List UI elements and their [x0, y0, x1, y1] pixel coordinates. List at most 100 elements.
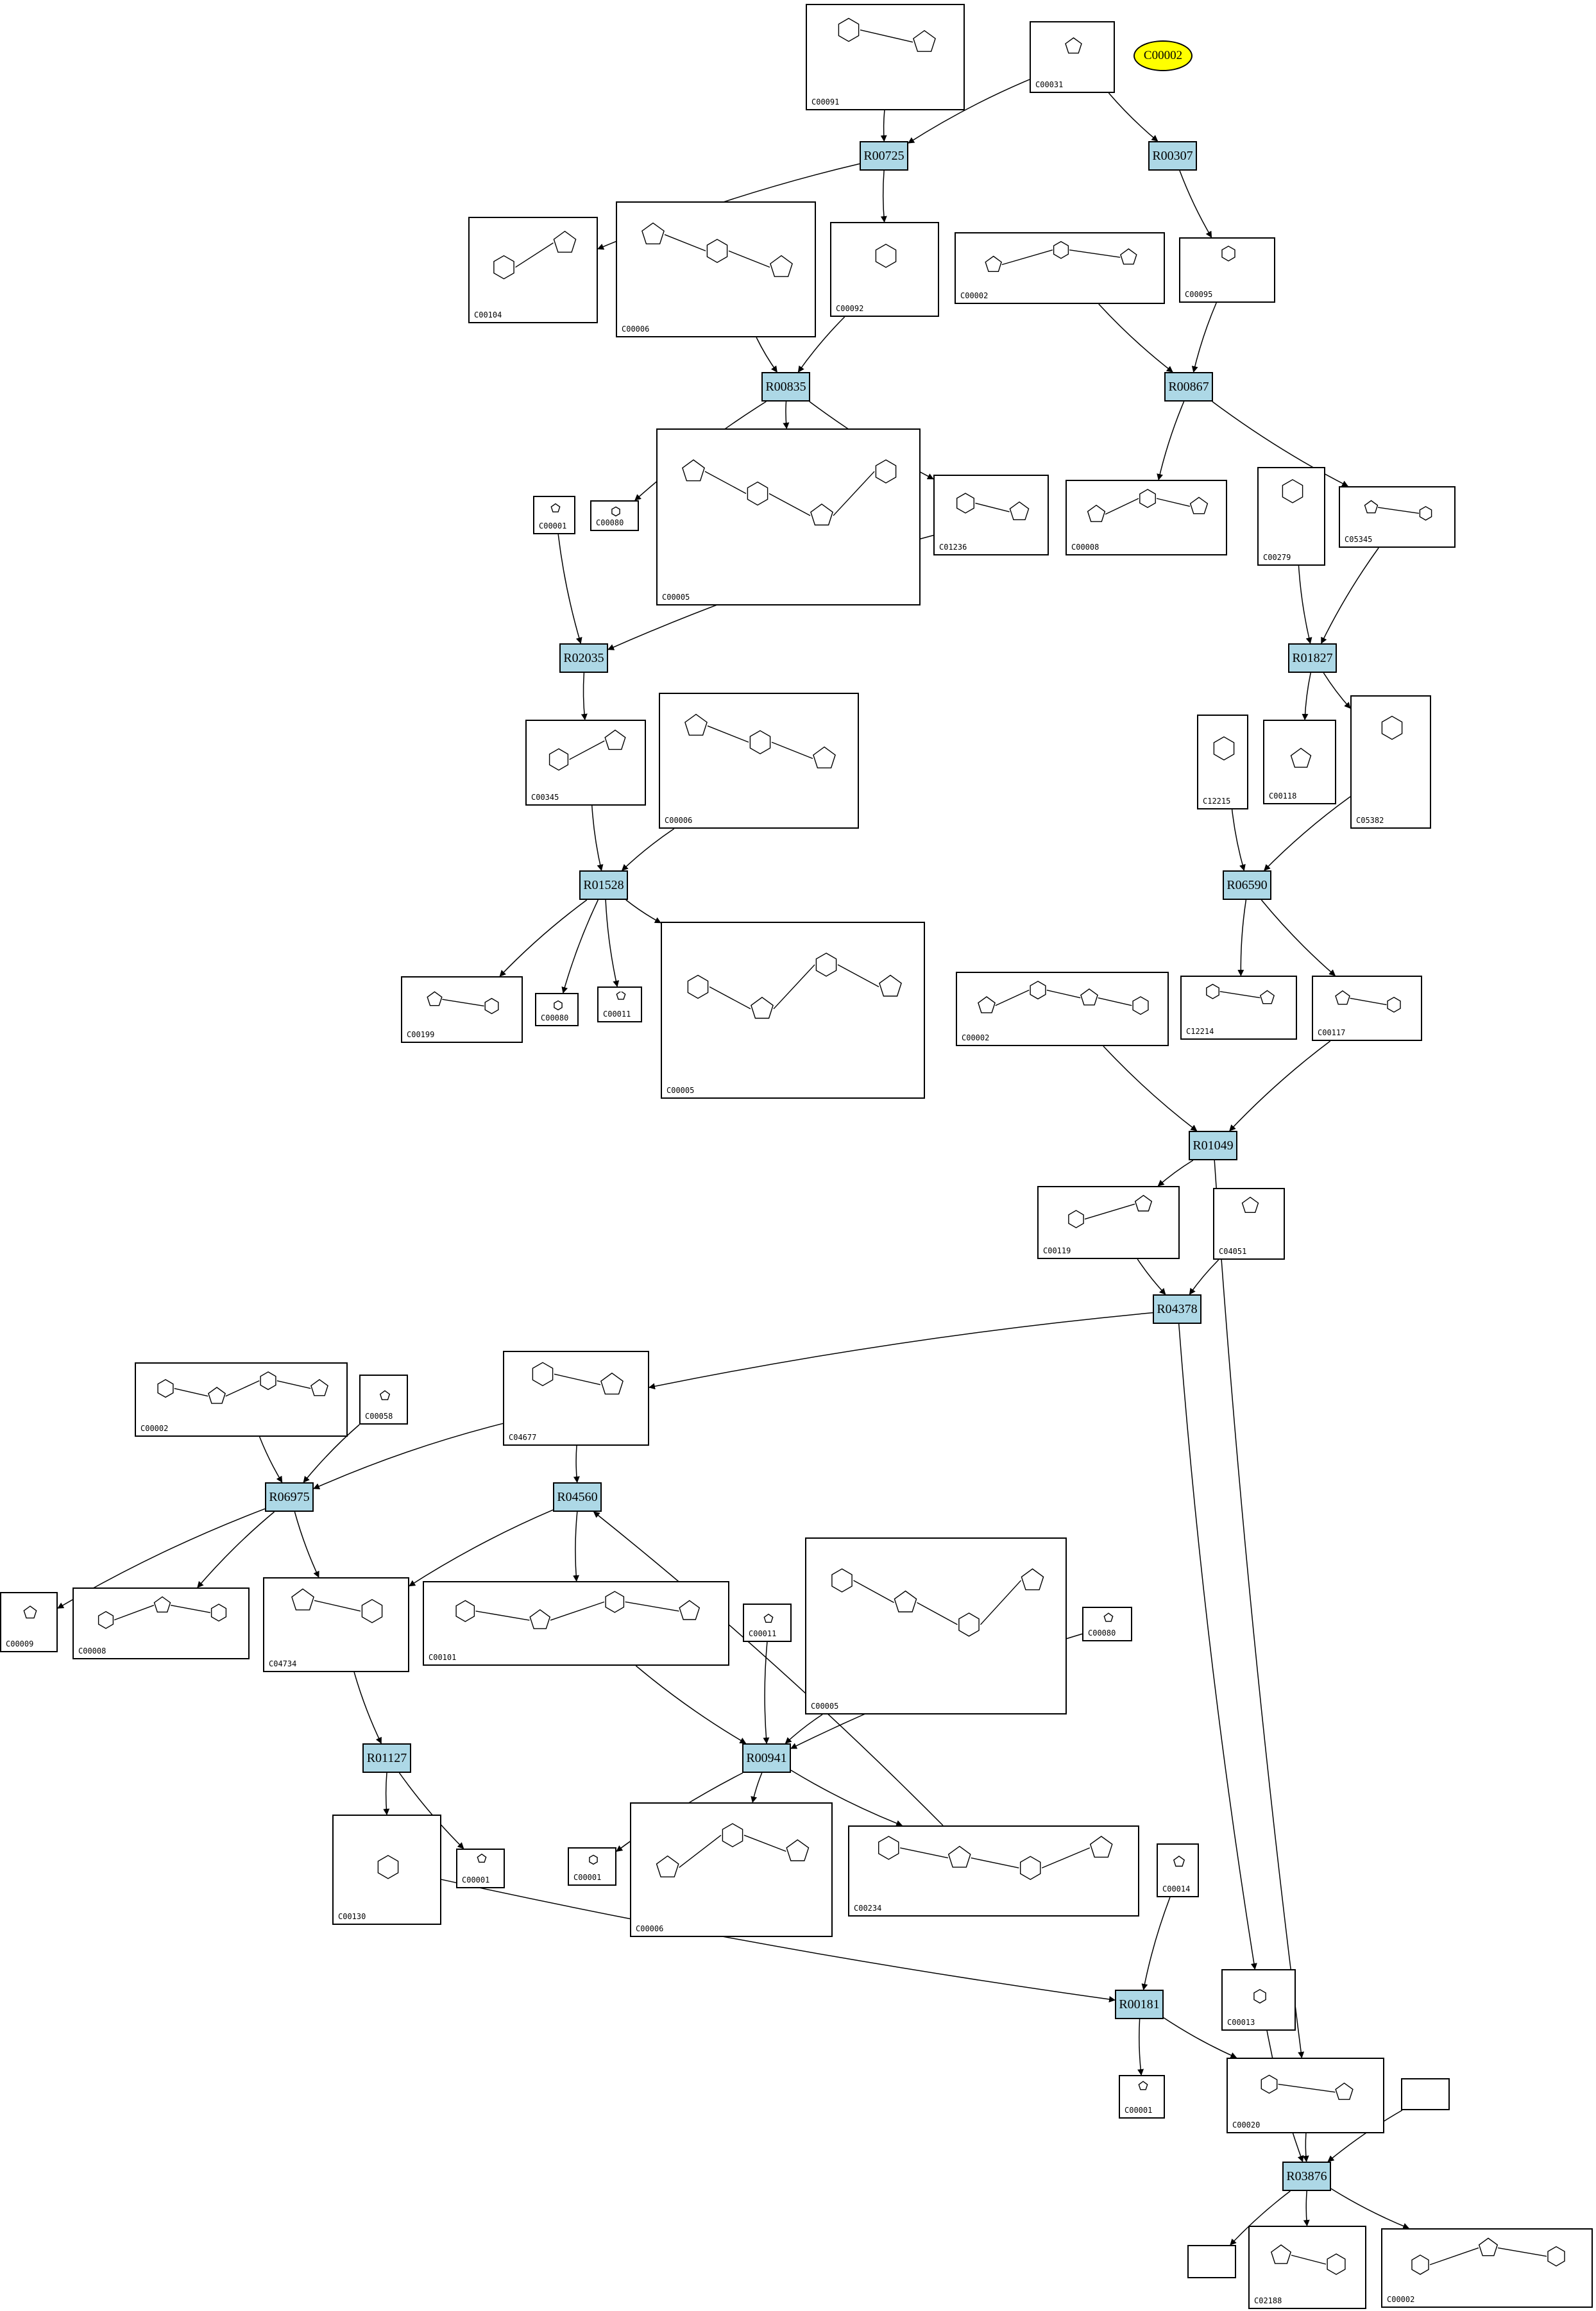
compound-node[interactable]: C00001 — [456, 1849, 505, 1888]
compound-node[interactable]: C00080 — [1082, 1607, 1132, 1641]
reaction-edge — [499, 899, 588, 977]
compound-node[interactable]: C00092 — [830, 222, 939, 317]
compound-node[interactable]: C02188 — [1248, 2226, 1366, 2309]
compound-label: C00080 — [1088, 1629, 1116, 1638]
compound-node[interactable]: C00005 — [656, 428, 921, 605]
compound-structure — [1335, 990, 1401, 1013]
compound-node[interactable]: C00002 — [956, 972, 1169, 1046]
compound-label: C00008 — [1071, 543, 1099, 552]
compound-node[interactable]: C00011 — [597, 986, 642, 1022]
reaction-edge — [1229, 1040, 1331, 1131]
compound-node[interactable]: C00014 — [1157, 1843, 1199, 1897]
compound-node[interactable]: C04677 — [503, 1351, 649, 1446]
compound-label: C00005 — [662, 593, 690, 602]
compound-node[interactable]: C00006 — [630, 1802, 833, 1937]
compound-node[interactable]: C00006 — [659, 693, 859, 829]
reaction-node[interactable]: R00725 — [860, 141, 908, 171]
compound-node[interactable]: C00020 — [1227, 2058, 1384, 2133]
reaction-node[interactable]: R00307 — [1148, 141, 1197, 171]
reaction-edge — [1191, 302, 1217, 373]
compound-node[interactable] — [1401, 2078, 1450, 2110]
reaction-node[interactable]: R06975 — [265, 1482, 314, 1512]
compound-label: C00002 — [962, 1033, 990, 1042]
compound-node[interactable]: C00080 — [590, 500, 639, 531]
compound-node[interactable]: C00095 — [1179, 237, 1275, 303]
compound-node[interactable]: C00080 — [535, 993, 579, 1026]
compound-node[interactable]: C00345 — [525, 720, 646, 806]
compound-structure — [611, 506, 620, 517]
reaction-edge — [1179, 170, 1212, 238]
compound-node[interactable]: C00001 — [533, 496, 575, 534]
compound-node[interactable]: C00008 — [1065, 480, 1227, 555]
compound-label: C00005 — [811, 1702, 839, 1711]
reaction-node[interactable]: R01127 — [362, 1743, 411, 1773]
compound-node[interactable]: C05382 — [1350, 695, 1431, 829]
reaction-node[interactable]: R00867 — [1164, 372, 1213, 402]
compound-node[interactable]: C00011 — [743, 1604, 792, 1642]
compound-node[interactable]: C12214 — [1180, 976, 1297, 1040]
reaction-node[interactable]: R06590 — [1223, 870, 1271, 900]
reaction-node[interactable]: R01528 — [579, 870, 628, 900]
compound-label: C00002 — [960, 291, 989, 300]
reaction-node[interactable]: R04560 — [553, 1482, 602, 1512]
compound-node[interactable]: C00091 — [806, 4, 965, 110]
compound-label: C00009 — [6, 1639, 34, 1648]
compound-label: C00118 — [1269, 791, 1297, 800]
compound-node[interactable]: C00130 — [332, 1815, 441, 1925]
compound-node[interactable]: C00013 — [1221, 1969, 1296, 2031]
compound-node[interactable]: C00031 — [1030, 21, 1115, 93]
compound-structure — [427, 991, 499, 1015]
reaction-node[interactable]: R01049 — [1189, 1131, 1237, 1160]
compound-node[interactable]: C00058 — [359, 1375, 408, 1425]
compound-node[interactable]: C00002 — [1381, 2228, 1593, 2308]
compound-structure — [831, 1568, 1044, 1637]
compound-node[interactable]: C00005 — [805, 1537, 1067, 1714]
reaction-node[interactable]: R02035 — [559, 643, 608, 673]
compound-node[interactable]: C00008 — [72, 1587, 250, 1659]
compound-node[interactable]: C05345 — [1339, 486, 1456, 548]
reaction-edge — [1302, 672, 1311, 720]
compound-node[interactable]: C04734 — [263, 1577, 409, 1672]
compound-label: C00117 — [1318, 1028, 1346, 1037]
reaction-edge — [1302, 2133, 1309, 2162]
compound-label: C00006 — [622, 325, 650, 334]
compound-node[interactable] — [1187, 2245, 1236, 2278]
reaction-node[interactable]: R00181 — [1115, 1990, 1164, 2019]
compound-node[interactable]: C00001 — [1119, 2075, 1165, 2119]
compound-node[interactable]: C00009 — [0, 1592, 58, 1652]
compound-node[interactable]: C01236 — [933, 475, 1049, 555]
compound-node[interactable]: C00104 — [468, 217, 598, 323]
reaction-edge — [880, 170, 887, 223]
compound-node[interactable]: C00279 — [1257, 467, 1325, 566]
reaction-node[interactable]: R00941 — [742, 1743, 791, 1773]
reaction-node[interactable]: R01827 — [1288, 643, 1337, 673]
compound-node[interactable]: C00117 — [1312, 976, 1422, 1041]
compound-node[interactable]: C00101 — [423, 1581, 729, 1666]
compound-label: C01236 — [939, 543, 967, 552]
compound-label: C00199 — [407, 1030, 435, 1039]
compound-node[interactable]: C12215 — [1197, 715, 1248, 809]
reaction-edge — [649, 1312, 1153, 1390]
compound-structure — [875, 243, 897, 268]
compound-node[interactable]: C00002 — [955, 232, 1165, 304]
compound-label: C05345 — [1345, 535, 1373, 544]
reaction-node[interactable]: R03876 — [1282, 2162, 1331, 2191]
reaction-edge — [1231, 809, 1246, 871]
compound-node[interactable]: C00005 — [661, 922, 925, 1099]
reaction-edge — [197, 1511, 275, 1588]
compound-node[interactable]: C00234 — [848, 1825, 1139, 1917]
reaction-node[interactable]: R04378 — [1153, 1294, 1201, 1324]
compound-node[interactable]: C00199 — [401, 976, 523, 1043]
compound-node[interactable]: C00118 — [1263, 720, 1336, 804]
compound-structure — [1087, 489, 1209, 522]
compound-label: C00001 — [1125, 2106, 1153, 2115]
reaction-edge — [1141, 1897, 1171, 1990]
compound-node[interactable]: C00006 — [616, 201, 816, 337]
compound-node[interactable]: C00002 — [135, 1362, 348, 1437]
reaction-edge — [880, 110, 887, 142]
reaction-node[interactable]: R00835 — [761, 372, 810, 402]
compound-node[interactable]: C00001 — [568, 1847, 616, 1886]
compound-node[interactable]: C04051 — [1213, 1188, 1285, 1260]
highlight-ellipse[interactable]: C00002 — [1133, 40, 1193, 71]
compound-node[interactable]: C00119 — [1037, 1186, 1180, 1259]
